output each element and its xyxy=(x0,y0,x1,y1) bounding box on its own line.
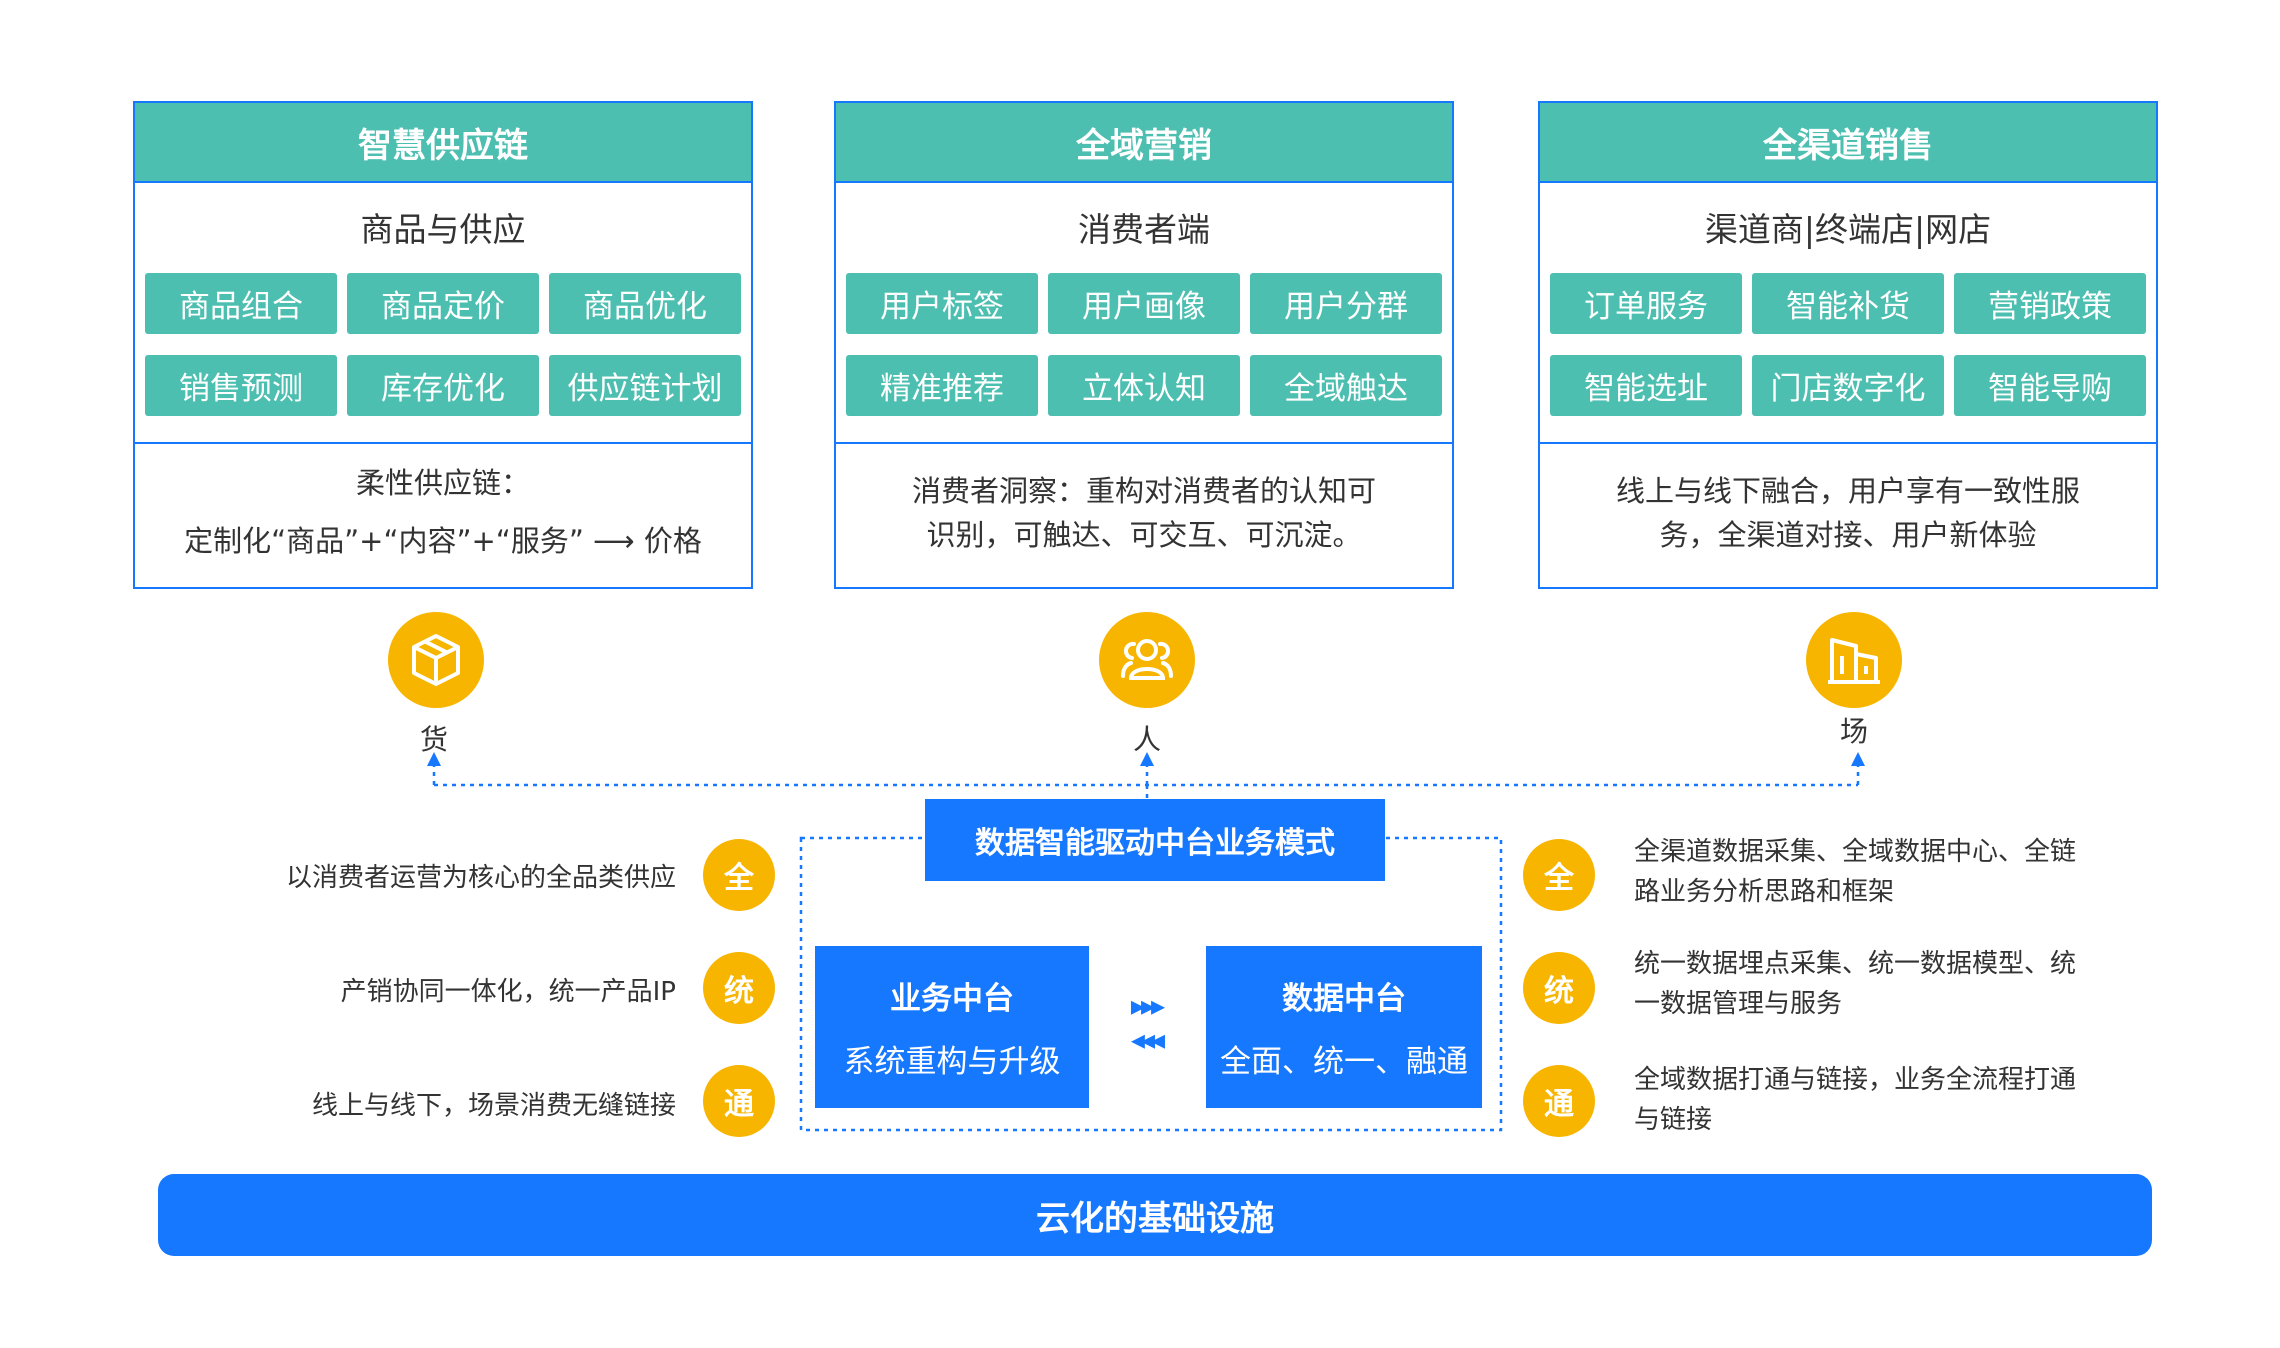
feature-badge: 全 xyxy=(1523,839,1595,911)
feature-line: 路业务分析思路和框架 xyxy=(1634,877,1895,907)
business-middle-platform: 业务中台 系统重构与升级 xyxy=(815,946,1089,1108)
panel-title: 全域营销 xyxy=(836,103,1452,183)
tag: 全域触达 xyxy=(1250,355,1442,416)
tag: 智能补货 xyxy=(1752,273,1944,334)
feature-line: 全渠道数据采集、全域数据中心、全链 xyxy=(1634,837,2077,867)
icon-label: 人 xyxy=(1132,723,1161,756)
panel-description: 柔性供应链： 定制化“商品”+“内容”+“服务” ⟶ 价格 xyxy=(145,459,741,563)
divider xyxy=(135,442,751,444)
divider xyxy=(836,442,1452,444)
tag-grid: 商品组合 商品定价 商品优化 销售预测 库存优化 供应链计划 xyxy=(145,273,741,416)
panel-subtitle: 消费者端 xyxy=(1078,210,1210,249)
tag: 精准推荐 xyxy=(846,355,1038,416)
panel-supply-chain: 智慧供应链 商品与供应 商品组合 商品定价 商品优化 销售预测 库存优化 供应链… xyxy=(133,101,753,589)
icon-label: 场 xyxy=(1839,715,1868,748)
divider xyxy=(1540,442,2156,444)
tag: 销售预测 xyxy=(145,355,337,416)
feature-badge: 通 xyxy=(703,1065,775,1137)
desc-line: 消费者洞察：重构对消费者的认知可 xyxy=(911,474,1376,508)
panel-title: 全渠道销售 xyxy=(1540,103,2156,183)
box-title: 数据中台 xyxy=(1282,981,1406,1017)
tag: 商品组合 xyxy=(145,273,337,334)
panel-subtitle: 渠道商|终端店|网店 xyxy=(1704,210,1992,249)
desc-line: 柔性供应链： xyxy=(355,466,530,500)
people-icon xyxy=(1099,612,1195,708)
data-middle-platform: 数据中台 全面、统一、融通 xyxy=(1206,946,1482,1108)
panel-description: 线上与线下融合，用户享有一致性服 务，全渠道对接、用户新体验 xyxy=(1550,469,2146,557)
box-icon xyxy=(388,612,484,708)
center-title: 数据智能驱动中台业务模式 xyxy=(925,799,1385,881)
tag: 智能选址 xyxy=(1550,355,1742,416)
feature-badge: 通 xyxy=(1523,1065,1595,1137)
box-title: 业务中台 xyxy=(890,981,1014,1017)
feature-line: 全域数据打通与链接，业务全流程打通 xyxy=(1634,1065,2077,1095)
tag: 立体认知 xyxy=(1048,355,1240,416)
tag: 营销政策 xyxy=(1954,273,2146,334)
tag: 智能导购 xyxy=(1954,355,2146,416)
feature-text: 统一数据埋点采集、统一数据模型、统 一数据管理与服务 xyxy=(1634,944,2124,1024)
panel-marketing: 全域营销 消费者端 用户标签 用户画像 用户分群 精准推荐 立体认知 全域触达 … xyxy=(834,101,1454,589)
tag: 商品定价 xyxy=(347,273,539,334)
feature-text: 全渠道数据采集、全域数据中心、全链 路业务分析思路和框架 xyxy=(1634,832,2124,912)
tag: 用户分群 xyxy=(1250,273,1442,334)
tag: 用户标签 xyxy=(846,273,1038,334)
arrows-left-icon: ◂◂◂ xyxy=(1130,1023,1165,1056)
tag: 商品优化 xyxy=(549,273,741,334)
exchange-arrows: ▸▸▸ ◂◂◂ xyxy=(1108,989,1184,1057)
tag: 用户画像 xyxy=(1048,273,1240,334)
feature-line: 与链接 xyxy=(1634,1105,1713,1135)
tag-grid: 订单服务 智能补货 营销政策 智能选址 门店数字化 智能导购 xyxy=(1550,273,2146,416)
desc-line: 定制化“商品”+“内容”+“服务” ⟶ 价格 xyxy=(184,524,702,558)
cloud-infrastructure-bar: 云化的基础设施 xyxy=(158,1174,2152,1256)
feature-badge: 全 xyxy=(703,839,775,911)
panel-title: 智慧供应链 xyxy=(135,103,751,183)
panel-omnichannel: 全渠道销售 渠道商|终端店|网店 订单服务 智能补货 营销政策 智能选址 门店数… xyxy=(1538,101,2158,589)
tag: 订单服务 xyxy=(1550,273,1742,334)
box-subtitle: 全面、统一、融通 xyxy=(1220,1044,1468,1080)
tag: 供应链计划 xyxy=(549,355,741,416)
feature-line: 统一数据埋点采集、统一数据模型、统 xyxy=(1634,949,2077,979)
desc-line: 务，全渠道对接、用户新体验 xyxy=(1659,518,2037,552)
desc-line: 识别，可触达、可交互、可沉淀。 xyxy=(926,518,1362,552)
tag: 门店数字化 xyxy=(1752,355,1944,416)
icon-label: 货 xyxy=(419,723,448,756)
tag-grid: 用户标签 用户画像 用户分群 精准推荐 立体认知 全域触达 xyxy=(846,273,1442,416)
panel-description: 消费者洞察：重构对消费者的认知可 识别，可触达、可交互、可沉淀。 xyxy=(846,469,1442,557)
arrows-right-icon: ▸▸▸ xyxy=(1130,989,1165,1022)
feature-badge: 统 xyxy=(703,952,775,1024)
feature-line: 一数据管理与服务 xyxy=(1634,989,1843,1019)
building-icon xyxy=(1806,612,1902,708)
feature-badge: 统 xyxy=(1523,952,1595,1024)
desc-line: 线上与线下融合，用户享有一致性服 xyxy=(1615,474,2080,508)
box-subtitle: 系统重构与升级 xyxy=(843,1044,1061,1080)
feature-text: 产销协同一体化，统一产品IP xyxy=(340,977,676,1007)
feature-text: 全域数据打通与链接，业务全流程打通 与链接 xyxy=(1634,1060,2124,1140)
feature-text: 以消费者运营为核心的全品类供应 xyxy=(285,863,676,893)
panel-subtitle: 商品与供应 xyxy=(360,210,526,249)
feature-text: 线上与线下，场景消费无缝链接 xyxy=(311,1091,676,1121)
tag: 库存优化 xyxy=(347,355,539,416)
